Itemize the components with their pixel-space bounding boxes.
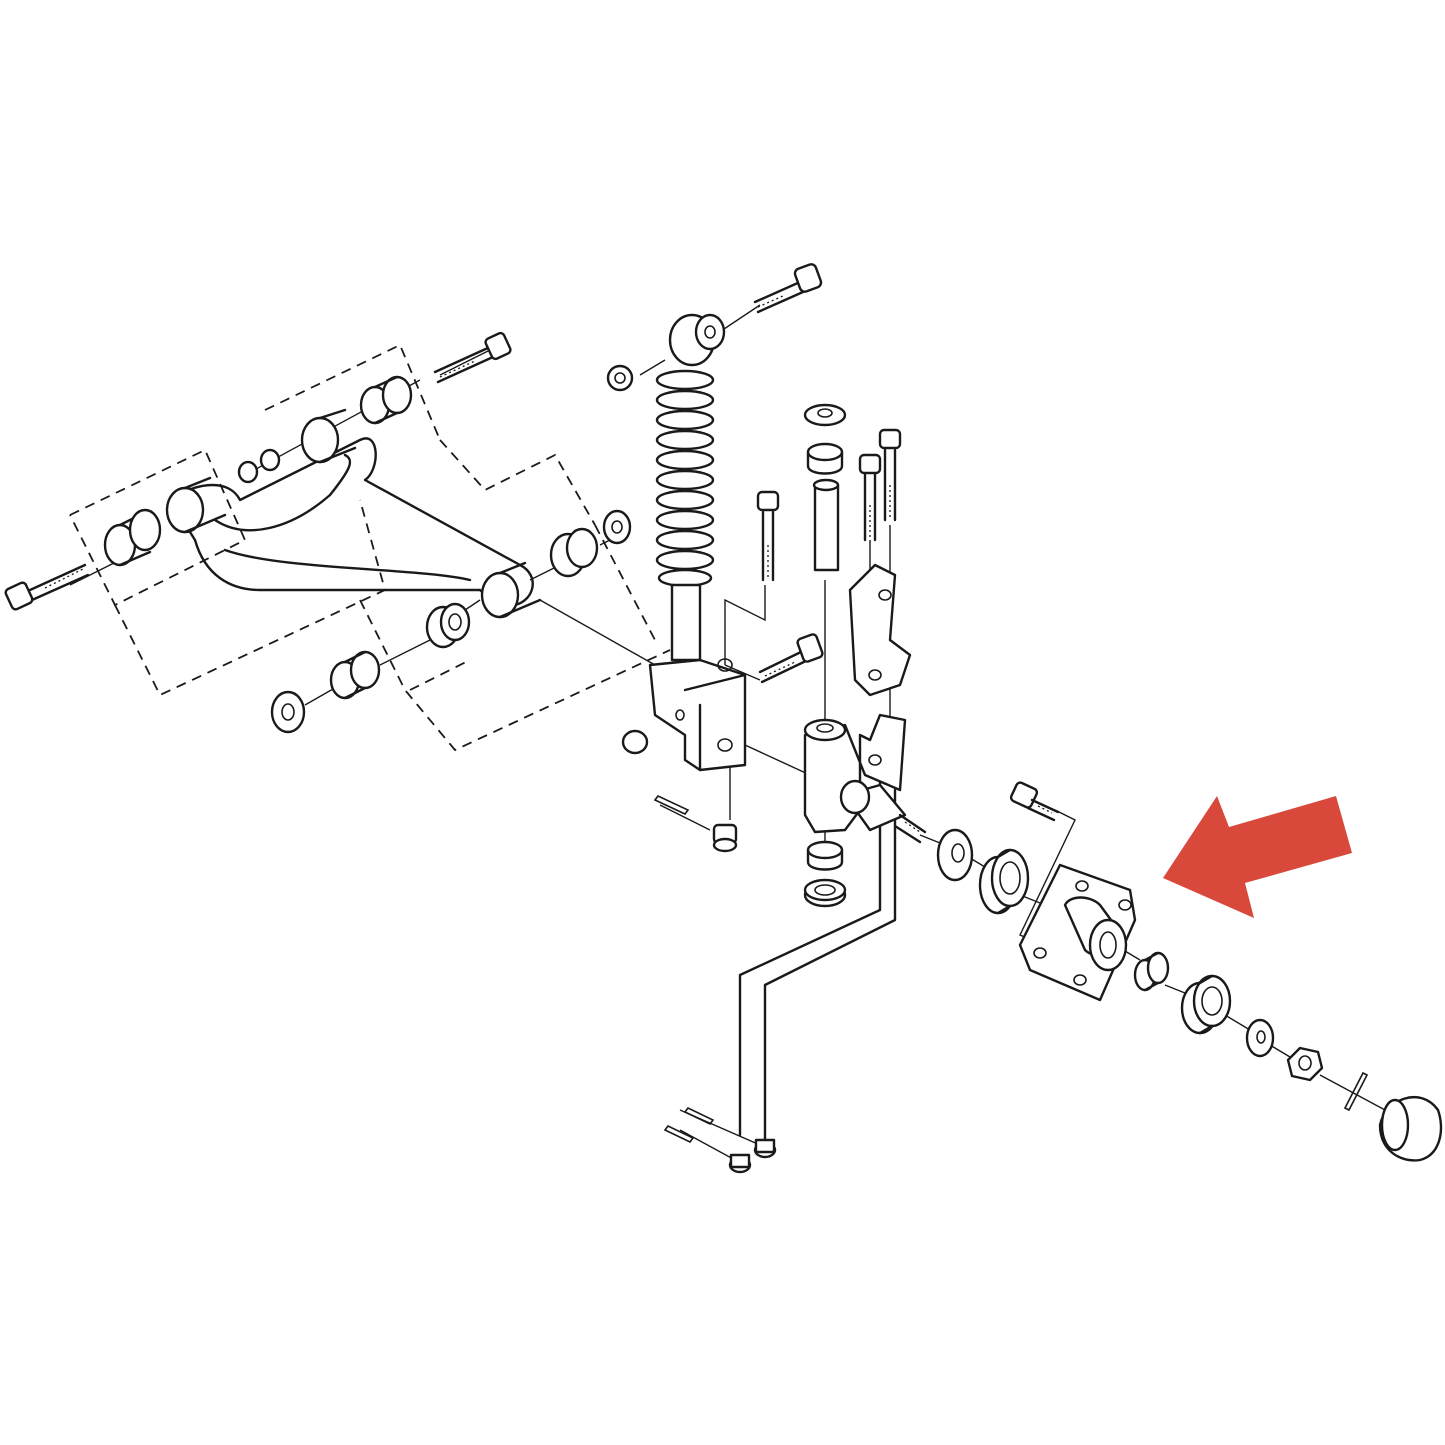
hub-assembly — [936, 781, 1443, 1162]
pointer-arrow-icon — [1163, 796, 1352, 918]
dashed-grouping-boxes — [69, 343, 671, 752]
spring-coils — [655, 369, 715, 588]
kingpin-stack — [756, 403, 912, 697]
steering-knuckle — [803, 713, 927, 908]
shock-absorber — [606, 263, 824, 853]
arm-hardware — [4, 331, 632, 734]
control-arm — [165, 408, 542, 619]
steering-link — [663, 778, 897, 1174]
